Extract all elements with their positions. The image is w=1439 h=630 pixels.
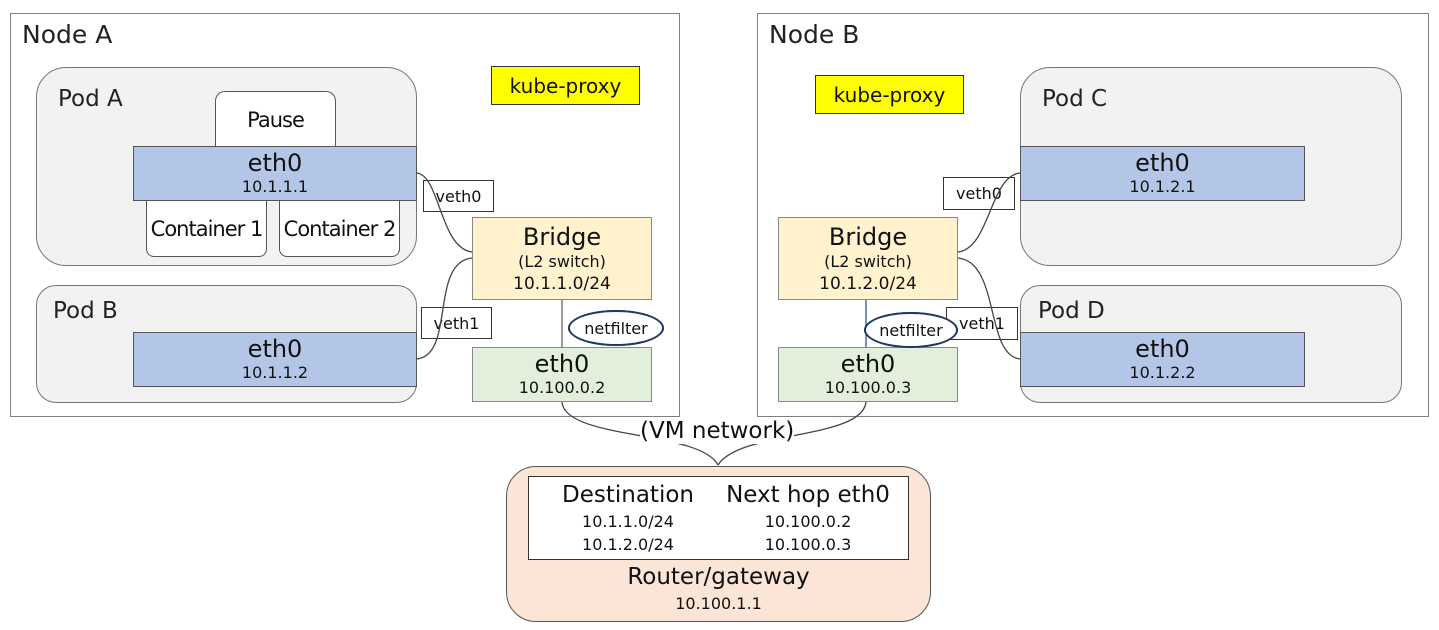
node-b-eth0-label: eth0: [840, 350, 896, 378]
pod-d-title: Pod D: [1038, 298, 1105, 324]
pod-a-eth0: eth0 10.1.1.1: [133, 146, 417, 201]
rt-row-1-next-hop: 10.100.0.2: [764, 512, 852, 531]
wire-node-a-veth1: [416, 257, 473, 360]
wire-node-b-veth0: [957, 172, 1021, 253]
router-ip: 10.100.1.1: [675, 594, 762, 613]
pod-b-eth0-label: eth0: [247, 335, 303, 363]
container-2: Container 2: [279, 201, 400, 257]
pod-c-eth0-label: eth0: [1135, 149, 1190, 177]
wire-vm-network-b: [717, 401, 867, 466]
node-b-bridge: Bridge (L2 switch) 10.1.2.0/24: [778, 217, 958, 300]
node-a-title: Node A: [22, 20, 113, 49]
node-a-bridge-subnet: 10.1.1.0/24: [513, 273, 611, 294]
pod-b-title: Pod B: [53, 298, 118, 324]
container-1: Container 1: [146, 201, 267, 257]
node-a-bridge: Bridge (L2 switch) 10.1.1.0/24: [472, 217, 652, 300]
node-b-bridge-subnet: 10.1.2.0/24: [819, 273, 917, 294]
node-b-kube-proxy: kube-proxy: [815, 75, 964, 114]
pause-container: Pause: [215, 91, 336, 147]
pod-d-eth0-ip: 10.1.2.2: [1129, 363, 1196, 382]
pod-a-eth0-label: eth0: [247, 149, 303, 177]
node-a-bridge-sub: (L2 switch): [518, 251, 606, 271]
pod-d-eth0: eth0 10.1.2.2: [1020, 332, 1305, 387]
node-a-bridge-label: Bridge: [522, 222, 602, 251]
node-a-eth0: eth0 10.100.0.2: [472, 347, 652, 402]
pod-c-eth0-ip: 10.1.2.1: [1129, 177, 1196, 196]
routing-table: [528, 476, 909, 560]
rt-row-1-destination: 10.1.1.0/24: [582, 512, 674, 531]
rt-row-2-next-hop: 10.100.0.3: [764, 535, 852, 554]
node-b-title: Node B: [769, 20, 860, 49]
pod-c-eth0: eth0 10.1.2.1: [1020, 146, 1305, 201]
node-a-eth0-ip: 10.100.0.2: [518, 378, 606, 397]
node-b-eth0-ip: 10.100.0.3: [824, 378, 912, 397]
node-b-bridge-sub: (L2 switch): [824, 251, 912, 271]
node-b-eth0: eth0 10.100.0.3: [778, 347, 958, 402]
node-a-netfilter-overlay: netfilter: [568, 310, 664, 346]
node-a-kube-proxy: kube-proxy: [491, 66, 640, 105]
node-a-veth1: veth1: [421, 307, 492, 339]
pod-b-eth0: eth0 10.1.1.2: [133, 332, 417, 387]
router-title: Router/gateway: [627, 564, 810, 590]
pod-a-eth0-ip: 10.1.1.1: [241, 177, 309, 196]
pod-c-title: Pod C: [1042, 86, 1108, 112]
node-b-netfilter-overlay: netfilter: [864, 312, 958, 348]
vm-network-label: (VM network): [640, 418, 795, 444]
wire-node-a-veth0: [416, 172, 473, 253]
rt-row-2-destination: 10.1.2.0/24: [582, 535, 674, 554]
pod-a-title: Pod A: [58, 86, 123, 112]
node-b-bridge-label: Bridge: [828, 222, 908, 251]
rt-header-next-hop: Next hop eth0: [726, 482, 890, 508]
rt-header-destination: Destination: [562, 482, 694, 508]
wire-node-b-veth1: [957, 257, 1021, 360]
node-b-veth0: veth0: [943, 177, 1015, 210]
pod-b-eth0-ip: 10.1.1.2: [241, 363, 309, 382]
pod-d-eth0-label: eth0: [1135, 335, 1190, 363]
wire-vm-network-a: [561, 401, 719, 466]
node-a-eth0-label: eth0: [534, 350, 590, 378]
